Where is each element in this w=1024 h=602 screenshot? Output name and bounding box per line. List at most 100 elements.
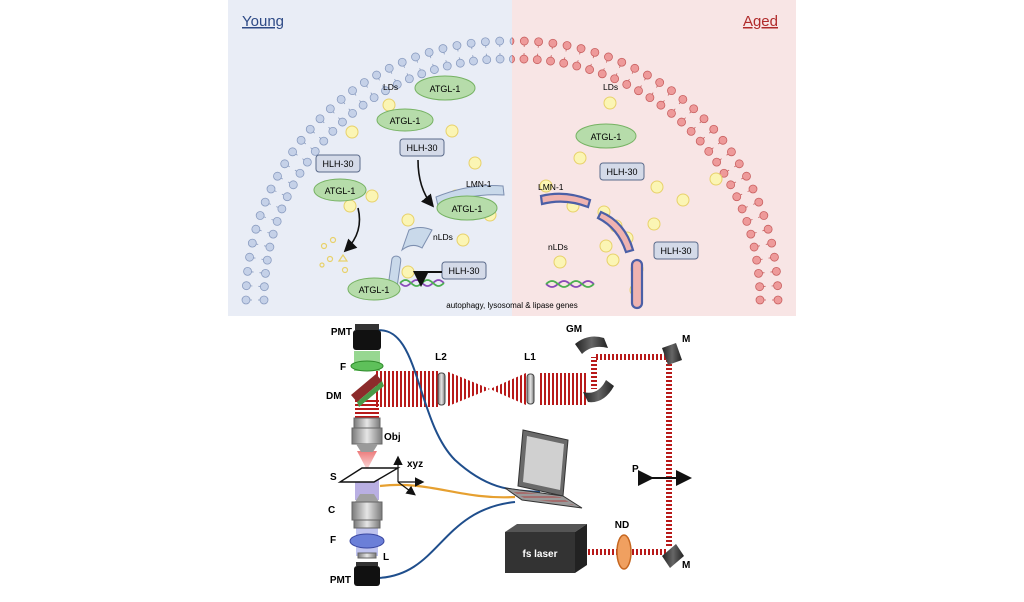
membrane-head (289, 181, 297, 189)
membrane-head (311, 147, 319, 155)
laser-top (505, 524, 587, 532)
lens-l1-label: L1 (524, 352, 536, 363)
membrane-head (770, 253, 778, 261)
membrane-head (753, 256, 761, 264)
membrane-head (425, 48, 433, 56)
membrane-head (700, 115, 708, 123)
membrane-head (256, 212, 264, 220)
nd-label: ND (615, 520, 629, 531)
young-title: Young (242, 13, 284, 30)
membrane-head (263, 256, 271, 264)
beam-gm-internal (591, 357, 597, 389)
aged-lmn-label: LMN-1 (538, 182, 564, 192)
aged-nlds-label: nLDs (548, 242, 568, 252)
beam-m-nd (630, 549, 666, 555)
membrane-tail (591, 64, 592, 66)
membrane-head (273, 217, 281, 225)
aged-lds-label: LDs (603, 82, 618, 92)
membrane-head (735, 160, 743, 168)
membrane-head (719, 136, 727, 144)
membrane-head (385, 64, 393, 72)
membrane-head (483, 56, 491, 64)
laser-label: fs laser (522, 549, 557, 560)
membrane-head (577, 45, 585, 53)
membrane-head (549, 39, 557, 47)
membrane-head (690, 105, 698, 113)
excitation-cone (357, 451, 377, 470)
pmt-bottom (354, 566, 380, 586)
membrane-tail (762, 230, 764, 231)
membrane-head (469, 57, 477, 65)
membrane-head (591, 48, 599, 56)
stage-axes-label: xyz (407, 459, 423, 470)
membrane-head (604, 53, 612, 61)
membrane-head (713, 158, 721, 166)
membrane-head (260, 283, 268, 291)
membrane-head (598, 70, 606, 78)
membrane-tail (430, 56, 431, 58)
membrane-head (320, 137, 328, 145)
mirror-top-label: M (682, 334, 690, 345)
membrane-head (481, 38, 489, 46)
membrane-head (756, 283, 764, 291)
membrane-head (656, 79, 664, 87)
galvo-mirror-top (575, 336, 608, 354)
mirror-bottom (662, 544, 684, 568)
membrane-head (710, 125, 718, 133)
membrane-head (756, 296, 764, 304)
membrane-head (398, 58, 406, 66)
membrane-head (248, 239, 256, 247)
young-nlds-label: nLDs (433, 232, 453, 242)
membrane-head (768, 239, 776, 247)
membrane-head (349, 87, 357, 95)
membrane-head (370, 94, 378, 102)
membrane-head (774, 282, 782, 290)
membrane-head (329, 127, 337, 135)
dichroic-label: DM (326, 391, 342, 402)
membrane-head (634, 87, 642, 95)
beam-l2-focus (446, 371, 490, 407)
objective-body (352, 428, 382, 444)
membrane-head (774, 296, 782, 304)
atgl-label: ATGL-1 (452, 204, 483, 214)
membrane-head (242, 296, 250, 304)
membrane-head (743, 172, 751, 180)
membrane-head (631, 64, 639, 72)
membrane-head (760, 212, 768, 220)
membrane-head (643, 71, 651, 79)
membrane-head (560, 59, 568, 67)
membrane-head (296, 169, 304, 177)
beam-dm-l2 (376, 371, 438, 407)
membrane-tail (755, 232, 757, 233)
hlh-label: HLH-30 (606, 167, 637, 177)
membrane-head (267, 185, 275, 193)
pmt-top (353, 330, 381, 350)
membrane-head (359, 101, 367, 109)
pmt-top-label: PMT (331, 327, 352, 338)
atgl-label: ATGL-1 (591, 132, 622, 142)
membrane-head (430, 66, 438, 74)
membrane-head (326, 105, 334, 113)
hlh-label: HLH-30 (660, 246, 691, 256)
hlh-label: HLH-30 (448, 266, 479, 276)
sample-label: S (330, 472, 337, 483)
filter-bottom-label: F (330, 535, 336, 546)
membrane-head (496, 55, 504, 63)
beam-nd-laser (587, 549, 619, 555)
hlh-label: HLH-30 (406, 143, 437, 153)
membrane-head (443, 62, 451, 70)
lens-l1 (527, 374, 534, 404)
membrane-head (360, 79, 368, 87)
young-lmn-label: LMN-1 (466, 179, 492, 189)
membrane-head (573, 62, 581, 70)
membrane-head (535, 38, 543, 46)
membrane-head (439, 45, 447, 53)
lens-bottom (358, 553, 376, 558)
membrane-head (750, 243, 758, 251)
aged-panel: Aged (506, 0, 796, 316)
membrane-tail (260, 230, 262, 231)
membrane-head (679, 95, 687, 103)
optical-setup: PMT F DM L2 L1 GM M M P ND fs (326, 324, 690, 586)
membrane-head (563, 41, 571, 49)
membrane-head (586, 66, 594, 74)
